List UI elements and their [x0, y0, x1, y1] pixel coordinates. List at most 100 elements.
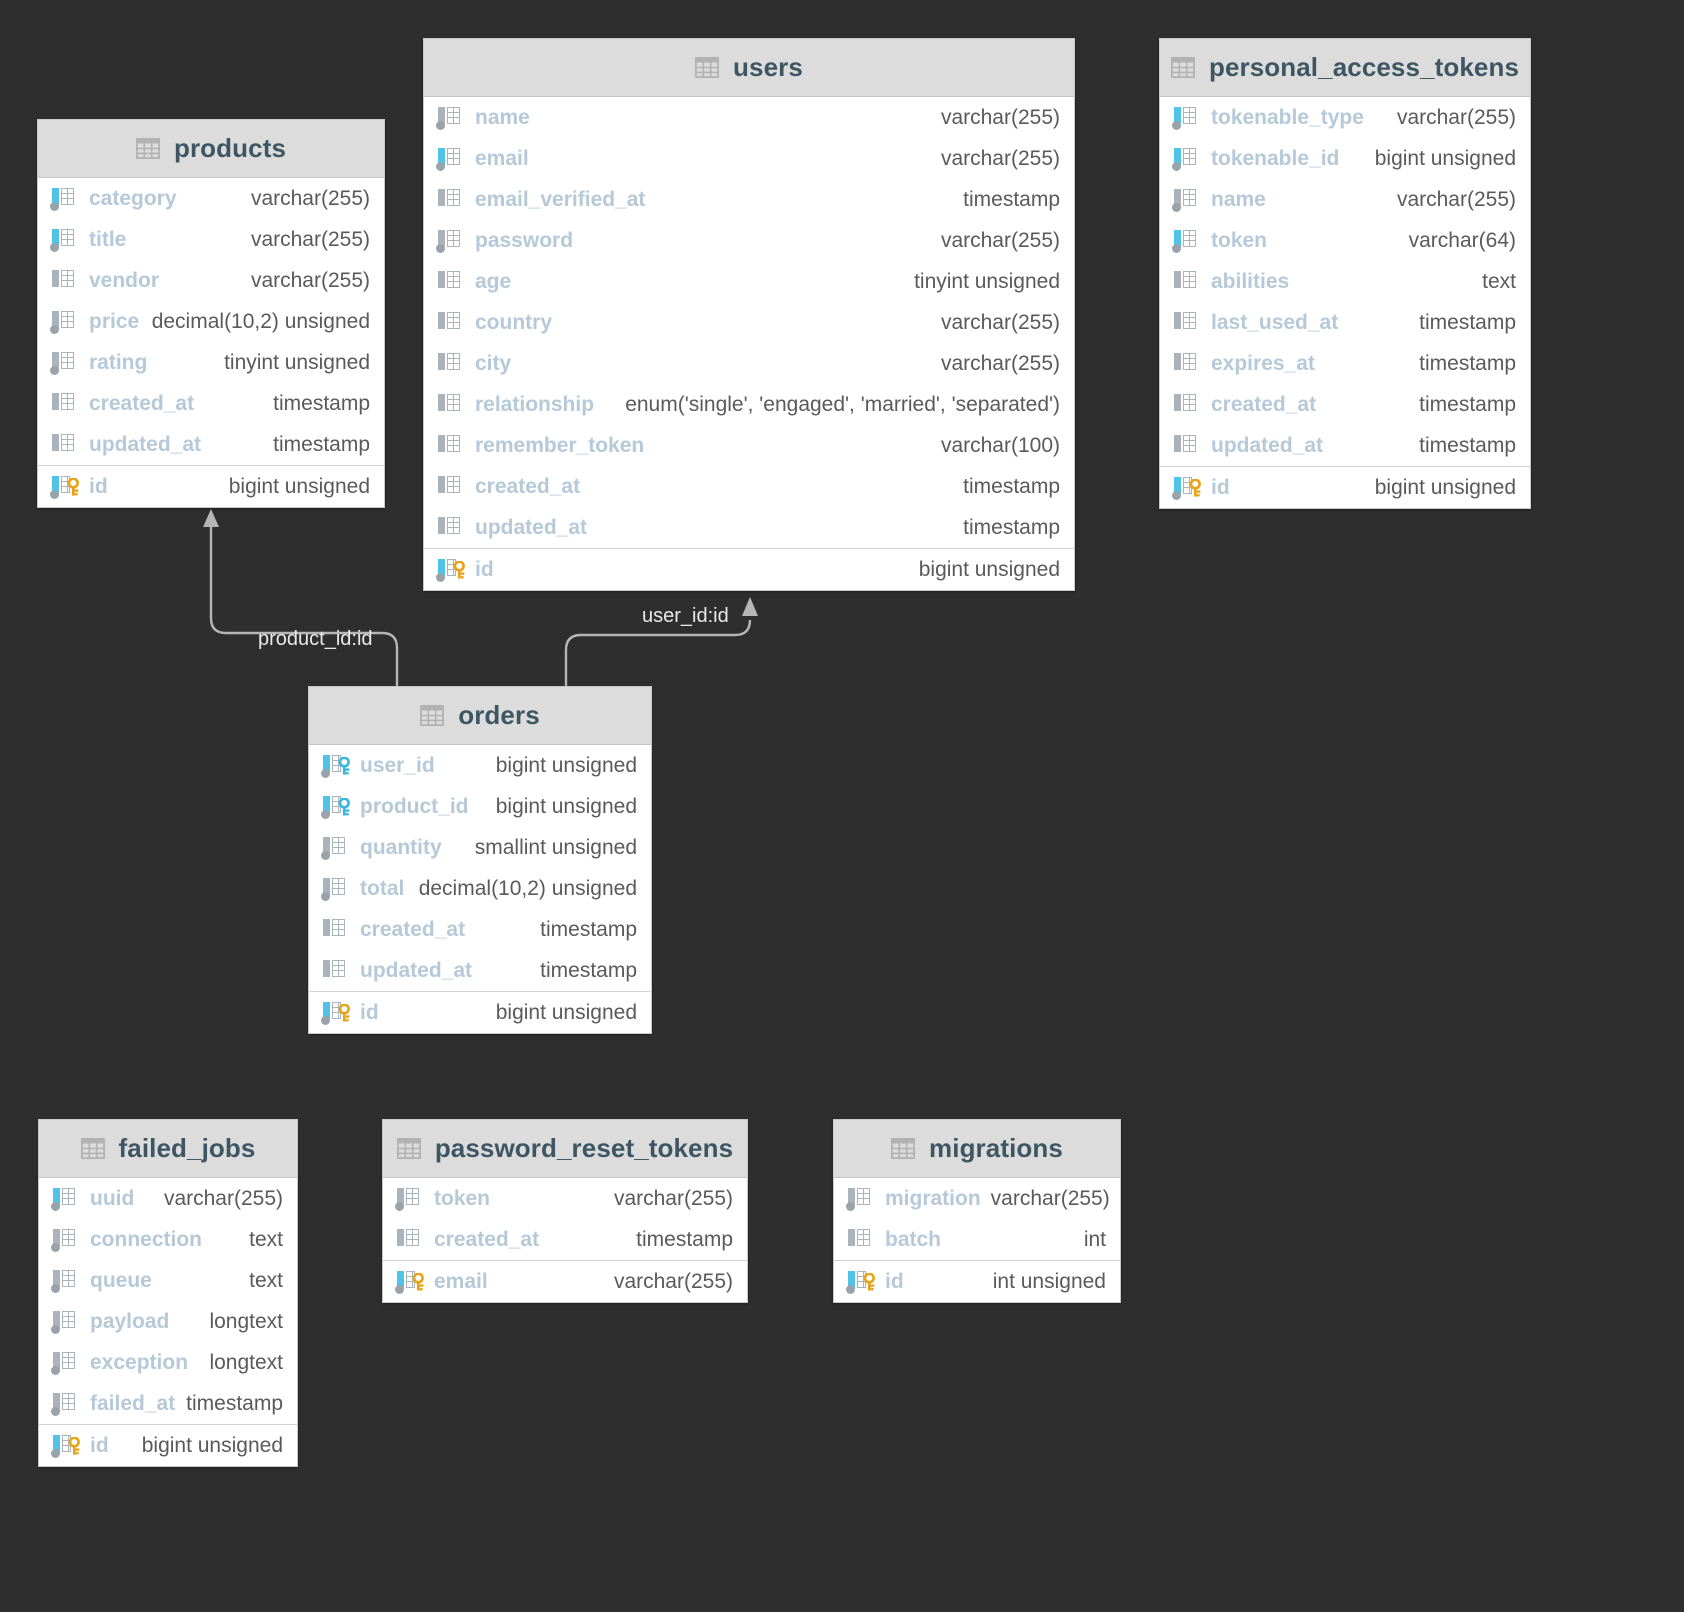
column-icon — [436, 188, 466, 212]
column-name: city — [475, 351, 512, 375]
column-name: updated_at — [1211, 433, 1324, 457]
column-row[interactable]: tokenable_id bigint unsigned — [1160, 138, 1530, 179]
column-name: id — [885, 1269, 904, 1293]
column-name: title — [89, 227, 127, 251]
column-type: timestamp — [963, 515, 1060, 539]
column-name: batch — [885, 1227, 942, 1251]
column-icon — [50, 310, 80, 334]
column-name: age — [475, 269, 512, 293]
table-icon — [80, 1137, 105, 1160]
table-header[interactable]: users — [424, 39, 1074, 97]
column-type: text — [1482, 269, 1516, 293]
column-name: remember_token — [475, 433, 645, 457]
column-name: token — [1211, 228, 1268, 252]
column-name: vendor — [89, 268, 160, 292]
table-header[interactable]: products — [38, 120, 384, 178]
table-icon — [135, 137, 160, 160]
column-icon — [1172, 352, 1202, 376]
table-name: products — [173, 133, 287, 163]
column-name: created_at — [475, 474, 581, 498]
column-type: timestamp — [540, 958, 637, 982]
table-header[interactable]: failed_jobs — [39, 1120, 297, 1178]
column-icon — [436, 475, 466, 499]
column-icon — [321, 836, 351, 860]
table-header[interactable]: personal_access_tokens — [1160, 39, 1530, 97]
column-icon — [51, 1310, 81, 1334]
table-header[interactable]: orders — [309, 687, 651, 745]
indexed-column-icon — [1172, 147, 1202, 171]
primary-key-icon — [51, 1434, 81, 1458]
column-name: tokenable_id — [1211, 146, 1340, 170]
column-icon — [395, 1187, 425, 1211]
table-header[interactable]: migrations — [834, 1120, 1120, 1178]
primary-key-icon — [846, 1270, 876, 1294]
column-name: uuid — [90, 1186, 135, 1210]
table-icon — [1170, 56, 1195, 79]
column-name: connection — [90, 1227, 203, 1251]
table-icon — [396, 1137, 421, 1160]
column-type: bigint unsigned — [1374, 146, 1516, 170]
table-header[interactable]: password_reset_tokens — [383, 1120, 747, 1178]
column-icon — [51, 1269, 81, 1293]
column-type: enum('single', 'engaged', 'married', 'se… — [625, 392, 1060, 416]
